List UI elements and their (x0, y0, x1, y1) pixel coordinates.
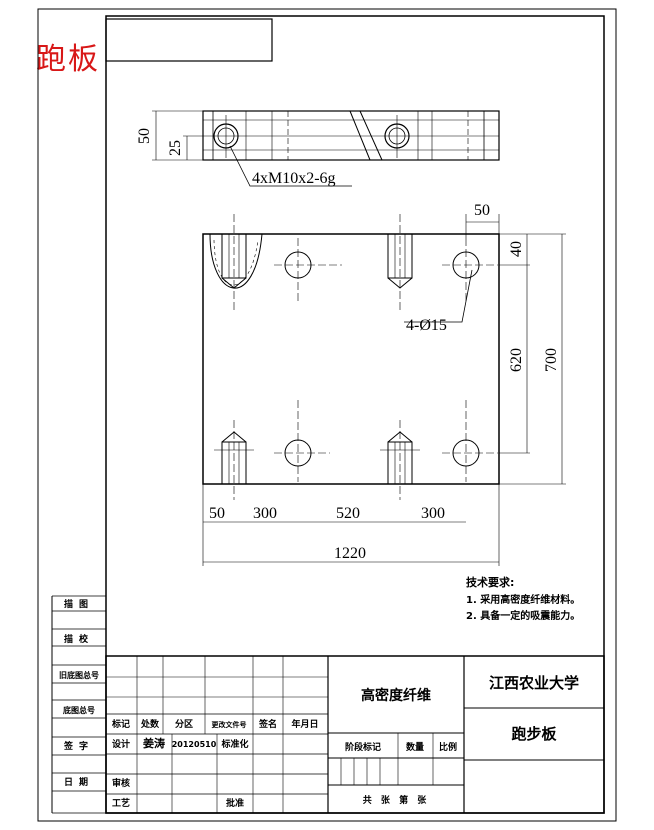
organization-name: 江西农业大学 (489, 674, 579, 692)
dim-height-25: 25 (167, 140, 184, 156)
title-block (105, 655, 605, 814)
side-view (152, 110, 500, 187)
label-review: 审核 (112, 777, 130, 789)
dim-top-50: 50 (474, 202, 490, 219)
dim-40: 40 (508, 241, 525, 257)
hole-callout: 4-Ø15 (406, 317, 447, 334)
design-date: 20120510 (172, 740, 217, 749)
dim-bottom-50: 50 (209, 505, 225, 522)
label-miao-jiao: 描校 (64, 633, 94, 645)
label-approve: 批准 (226, 797, 244, 809)
plan-view (202, 214, 566, 566)
inner-frame (105, 15, 605, 814)
dim-300-left: 300 (253, 505, 277, 522)
part-name: 跑步板 (511, 725, 557, 743)
dim-300-right: 300 (421, 505, 445, 522)
label-standardization: 标准化 (220, 738, 248, 750)
notes-line-1: 1. 采用高密度纤维材料。 (466, 593, 580, 606)
label-jiu-di-tu: 旧底图总号 (59, 670, 99, 680)
dim-height-50: 50 (136, 128, 153, 144)
thread-callout: 4xM10x2-6g (252, 170, 336, 187)
hdr-zone: 分区 (175, 718, 193, 730)
label-qian-zi: 签字 (63, 740, 94, 752)
left-strip (51, 595, 106, 814)
label-ri-qi: 日期 (64, 776, 94, 788)
label-miao-tu: 描图 (64, 598, 94, 610)
outer-border (37, 8, 617, 822)
code-box (105, 18, 273, 62)
label-process: 工艺 (112, 797, 130, 809)
stamp-text: 跑板 (36, 42, 100, 77)
label-di-tu: 底图总号 (62, 705, 95, 715)
hdr-count: 处数 (140, 718, 160, 730)
sheet-count: 共 张 第 张 (363, 794, 429, 806)
dim-520: 520 (336, 505, 360, 522)
hdr-date: 年月日 (291, 718, 318, 730)
material-name: 高密度纤维 (361, 687, 431, 704)
notes-heading: 技术要求: (466, 575, 514, 589)
dim-1220: 1220 (334, 545, 366, 562)
label-scale: 比例 (439, 741, 457, 753)
label-stage: 阶段标记 (345, 741, 381, 753)
hdr-mark: 标记 (111, 718, 130, 730)
label-weight: 数量 (406, 741, 424, 753)
dim-620: 620 (508, 348, 525, 372)
label-design: 设计 (112, 738, 130, 750)
notes-line-2: 2. 具备一定的吸震能力。 (466, 609, 580, 622)
hdr-sign: 签名 (258, 718, 277, 730)
designer-name: 姜涛 (143, 736, 165, 750)
hdr-docno: 更改文件号 (212, 720, 247, 729)
dim-700: 700 (543, 348, 560, 372)
